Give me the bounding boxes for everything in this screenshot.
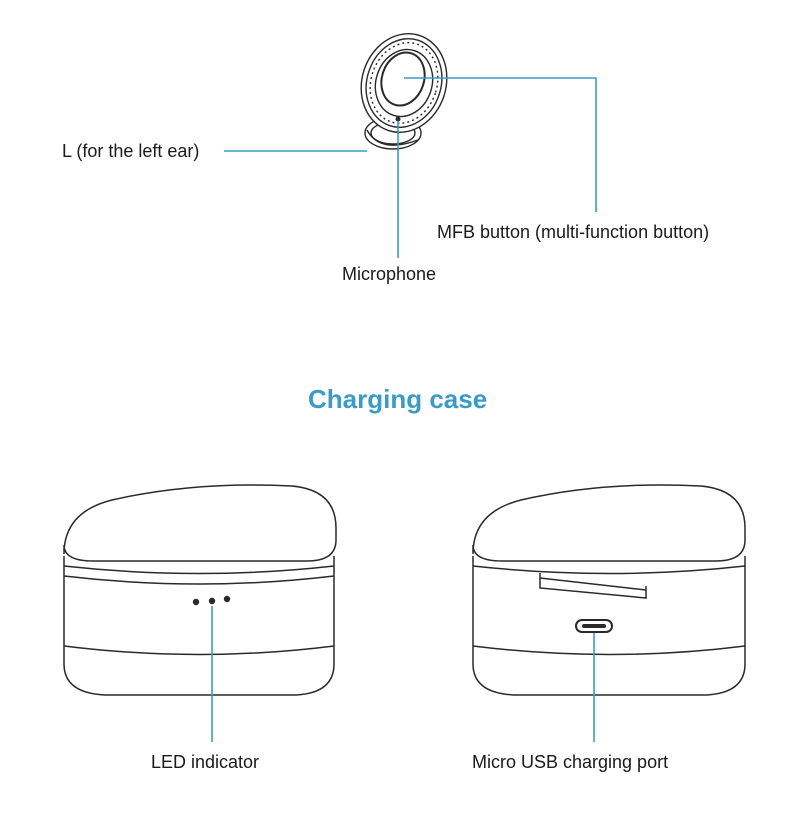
microphone-label: Microphone — [342, 264, 437, 284]
microphone-hole — [395, 116, 401, 122]
case-front-lid — [63, 484, 337, 562]
mfb-button-label: MFB button (multi-function button) — [437, 222, 710, 242]
earbud-illustration — [360, 33, 448, 150]
earbud-body — [360, 33, 448, 133]
charging-case-heading: Charging case — [308, 384, 488, 414]
hinge — [539, 573, 647, 599]
left-ear-label: L (for the left ear) — [62, 141, 200, 161]
case-back-illustration — [472, 484, 746, 696]
case-front-illustration — [63, 484, 337, 696]
case-back-lid — [472, 484, 746, 562]
case-back-body — [472, 556, 746, 696]
case-leader-lines — [211, 606, 595, 742]
earbud-leader-lines — [224, 77, 597, 258]
led-dots — [192, 595, 231, 606]
micro-usb-port-label: Micro USB charging port — [472, 752, 669, 772]
mfb-button[interactable] — [375, 47, 432, 111]
mfb-leader-line — [404, 77, 597, 212]
case-front-body — [63, 556, 335, 696]
led-indicator-label: LED indicator — [151, 752, 260, 772]
micro-usb-port — [575, 619, 613, 633]
